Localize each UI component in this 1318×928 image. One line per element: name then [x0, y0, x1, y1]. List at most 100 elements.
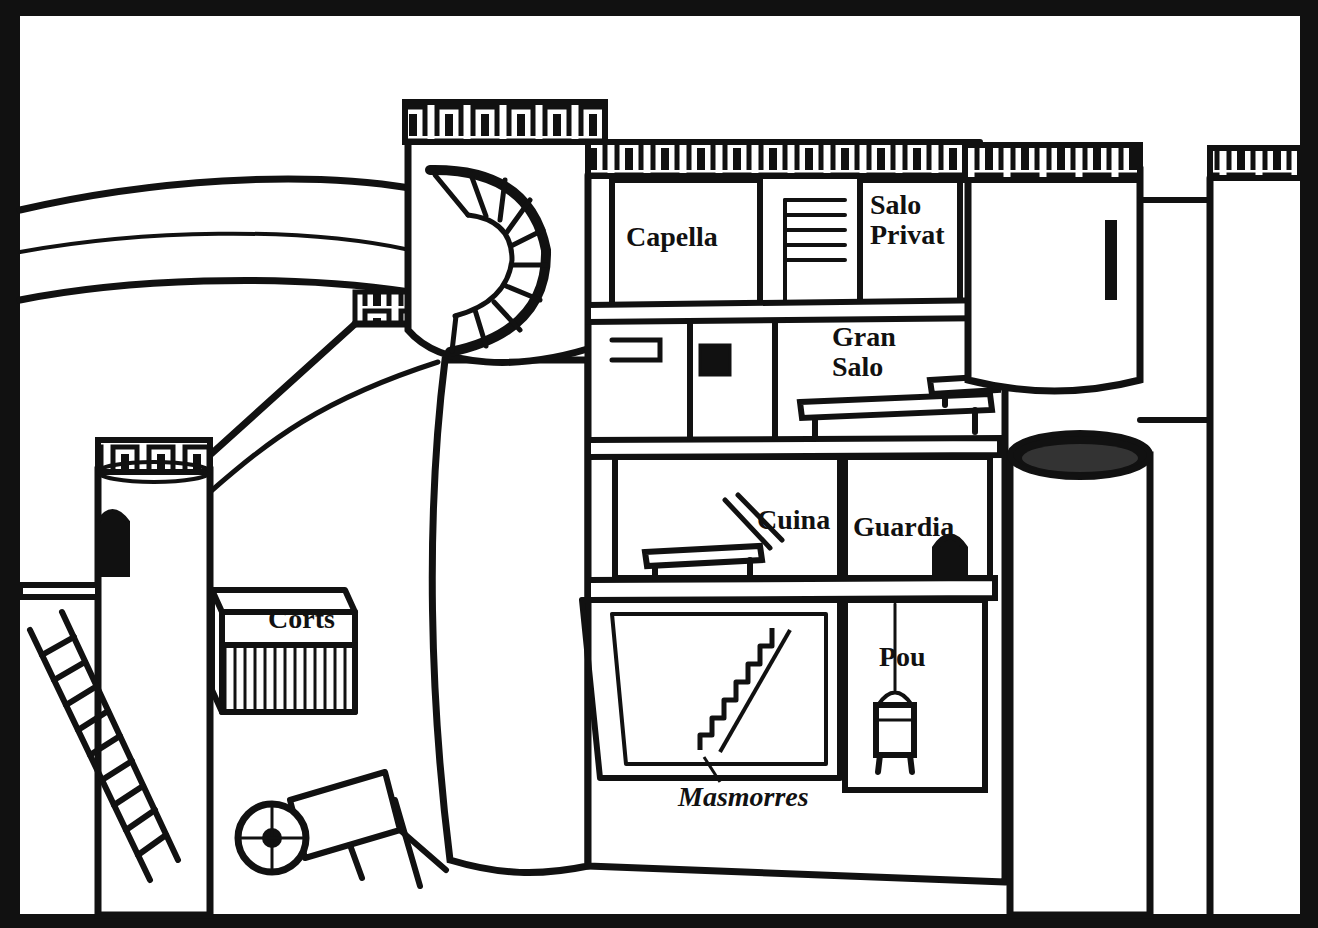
keep-top-floor: [783, 200, 787, 300]
wheelbarrow: [400, 830, 446, 870]
keep-top-floor: [785, 243, 845, 247]
well: [876, 719, 914, 722]
stair-tower: [475, 310, 486, 346]
ladder: [42, 637, 74, 655]
great-hall: [700, 345, 730, 375]
dungeon: [582, 600, 840, 778]
stable: [212, 590, 355, 612]
kitchen-and-guard: [935, 537, 965, 579]
room-label: Gran Salo: [832, 322, 912, 382]
stair-tower: [470, 172, 486, 216]
dungeon: [612, 614, 826, 764]
wheelbarrow: [238, 804, 306, 872]
room-box: Cuina: [615, 457, 840, 578]
left-tower: [98, 470, 210, 915]
kitchen-and-guard: [845, 457, 990, 578]
great-hall: [612, 340, 660, 360]
stair-tower: [405, 102, 605, 362]
great-hall: [612, 322, 998, 438]
stair-tower: [500, 180, 505, 220]
keep-top-floor: [785, 213, 845, 217]
right-tower: [1105, 220, 1117, 300]
stair-tower: [408, 140, 600, 362]
far-right-tower: [1207, 178, 1214, 914]
kitchen-and-guard: [738, 495, 782, 540]
well: [894, 604, 897, 690]
well: [910, 755, 912, 772]
round-tower: [1010, 433, 1150, 477]
kitchen-and-guard: [652, 566, 658, 578]
kitchen-and-guard: [615, 457, 990, 578]
stable: [212, 590, 355, 712]
curtain-wall: [210, 362, 438, 492]
round-tower: [1010, 433, 1150, 915]
right-tower: [1140, 197, 1210, 203]
left-tower: [98, 440, 210, 915]
room-label: Guardia: [853, 512, 988, 542]
right-tower: [1140, 417, 1210, 423]
ladder: [20, 585, 178, 880]
great-hall: [800, 394, 992, 418]
wheelbarrow: [350, 845, 362, 878]
well: [878, 755, 880, 772]
left-tower: [98, 462, 210, 482]
ladder: [114, 786, 143, 805]
stable: [222, 612, 355, 712]
great-hall: [942, 394, 948, 405]
keep: [588, 142, 980, 176]
well: [845, 600, 985, 790]
stair-tower: [512, 263, 546, 268]
central-pillar: [432, 360, 588, 873]
stair-tower: [455, 215, 512, 316]
stair-tower: [507, 200, 530, 232]
leader-line: [704, 757, 720, 782]
keep-top-floor: [612, 180, 760, 305]
stair-tower: [452, 316, 456, 351]
great-hall: [812, 418, 818, 436]
great-hall: [972, 410, 978, 432]
room-label: Salo Privat: [870, 190, 956, 250]
ladder: [126, 810, 155, 830]
leader-line: [704, 757, 720, 782]
far-right-tower: [1210, 148, 1300, 914]
room-box: Guardia: [845, 457, 990, 578]
ladder: [62, 612, 178, 860]
ladder: [54, 662, 85, 680]
room-label: Pou: [879, 642, 959, 672]
room-box: Gran Salo: [780, 322, 930, 438]
stair-tower: [511, 230, 543, 246]
room-box: Capella: [612, 180, 760, 305]
room-box: Masmorres: [582, 600, 840, 778]
stair-tower: [405, 102, 605, 142]
floor-slab: [588, 300, 1000, 600]
room-label: Masmorres: [678, 782, 853, 812]
keep: [588, 142, 1005, 882]
dungeon: [582, 600, 840, 778]
wheelbarrow: [240, 837, 304, 840]
room-box: Salo Privat: [860, 180, 960, 305]
wheelbarrow: [238, 772, 446, 886]
dungeon: [700, 628, 772, 750]
far-right-tower: [1210, 148, 1300, 178]
ladder: [90, 736, 120, 755]
keep-top-floor: [785, 258, 845, 262]
hillside: [20, 280, 410, 300]
room-label: Cuina: [757, 505, 839, 535]
left-tower: [98, 440, 210, 472]
hillside: [20, 179, 410, 210]
ladder: [20, 585, 98, 597]
room-box: Pou: [845, 600, 985, 790]
round-tower: [1022, 444, 1138, 472]
keep-top-floor: [612, 180, 960, 305]
stair-tower: [435, 175, 468, 215]
left-tower: [98, 511, 128, 575]
well: [845, 600, 985, 790]
right-tower: [968, 170, 1140, 391]
ladder: [78, 711, 108, 730]
keep-top-floor: [860, 180, 960, 305]
